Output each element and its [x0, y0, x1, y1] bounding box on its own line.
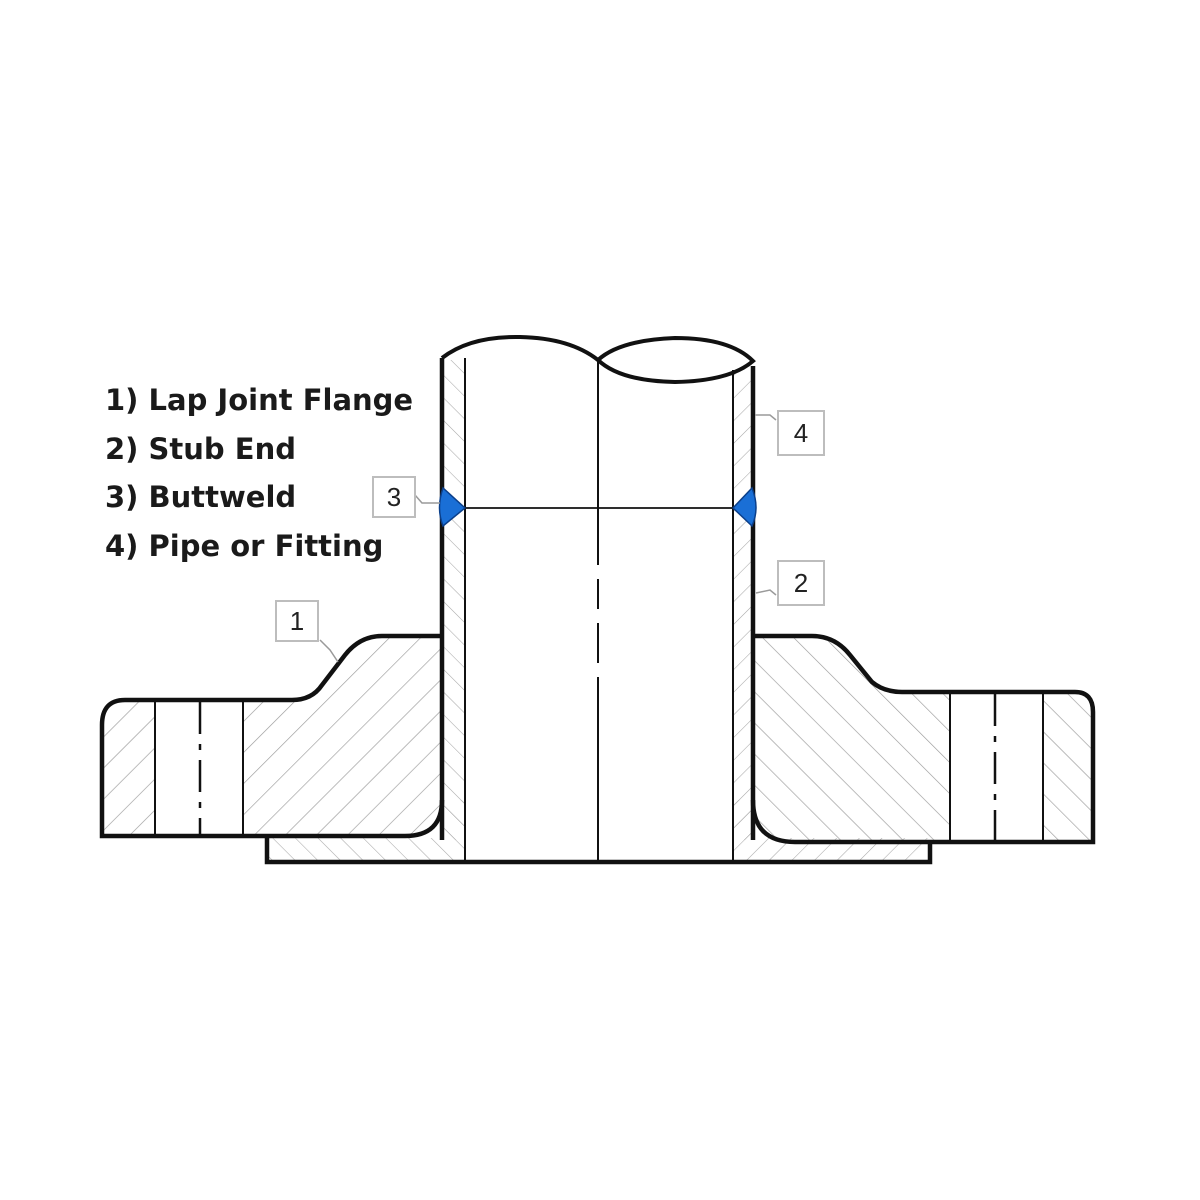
right-lip-hatch [733, 800, 930, 860]
legend-item-buttweld: 3) Buttweld [105, 480, 297, 514]
left-lip-hatch [267, 800, 465, 860]
callout-1: 1 [275, 600, 319, 642]
left-flange-outline [99, 633, 445, 839]
leader-4 [755, 414, 777, 421]
buttweld-right [731, 486, 757, 528]
leader-1 [319, 639, 339, 663]
callout-3: 3 [372, 476, 416, 518]
right-flange-outline [750, 633, 1096, 845]
pipe-break-left [440, 334, 600, 362]
legend-item-pipe: 4) Pipe or Fitting [105, 528, 384, 563]
right-bolt-hole [950, 694, 1043, 841]
legend-item-lap-joint-flange: 1) Lap Joint Flange [105, 383, 414, 417]
right-wall-hatch [733, 368, 753, 840]
left-flange-body [102, 636, 442, 836]
legend: 1) Lap Joint Flange 2) Stub End 3) Buttw… [105, 376, 413, 570]
stub-end-lip [264, 838, 933, 865]
pipe-break-right [596, 335, 756, 385]
callout-4: 4 [777, 410, 825, 456]
buttweld-left [438, 486, 467, 528]
leader-2 [755, 589, 777, 596]
legend-item-stub-end: 2) Stub End [105, 431, 296, 466]
callout-2: 2 [777, 560, 825, 606]
leader-3 [414, 494, 440, 504]
left-wall-hatch [443, 360, 465, 840]
